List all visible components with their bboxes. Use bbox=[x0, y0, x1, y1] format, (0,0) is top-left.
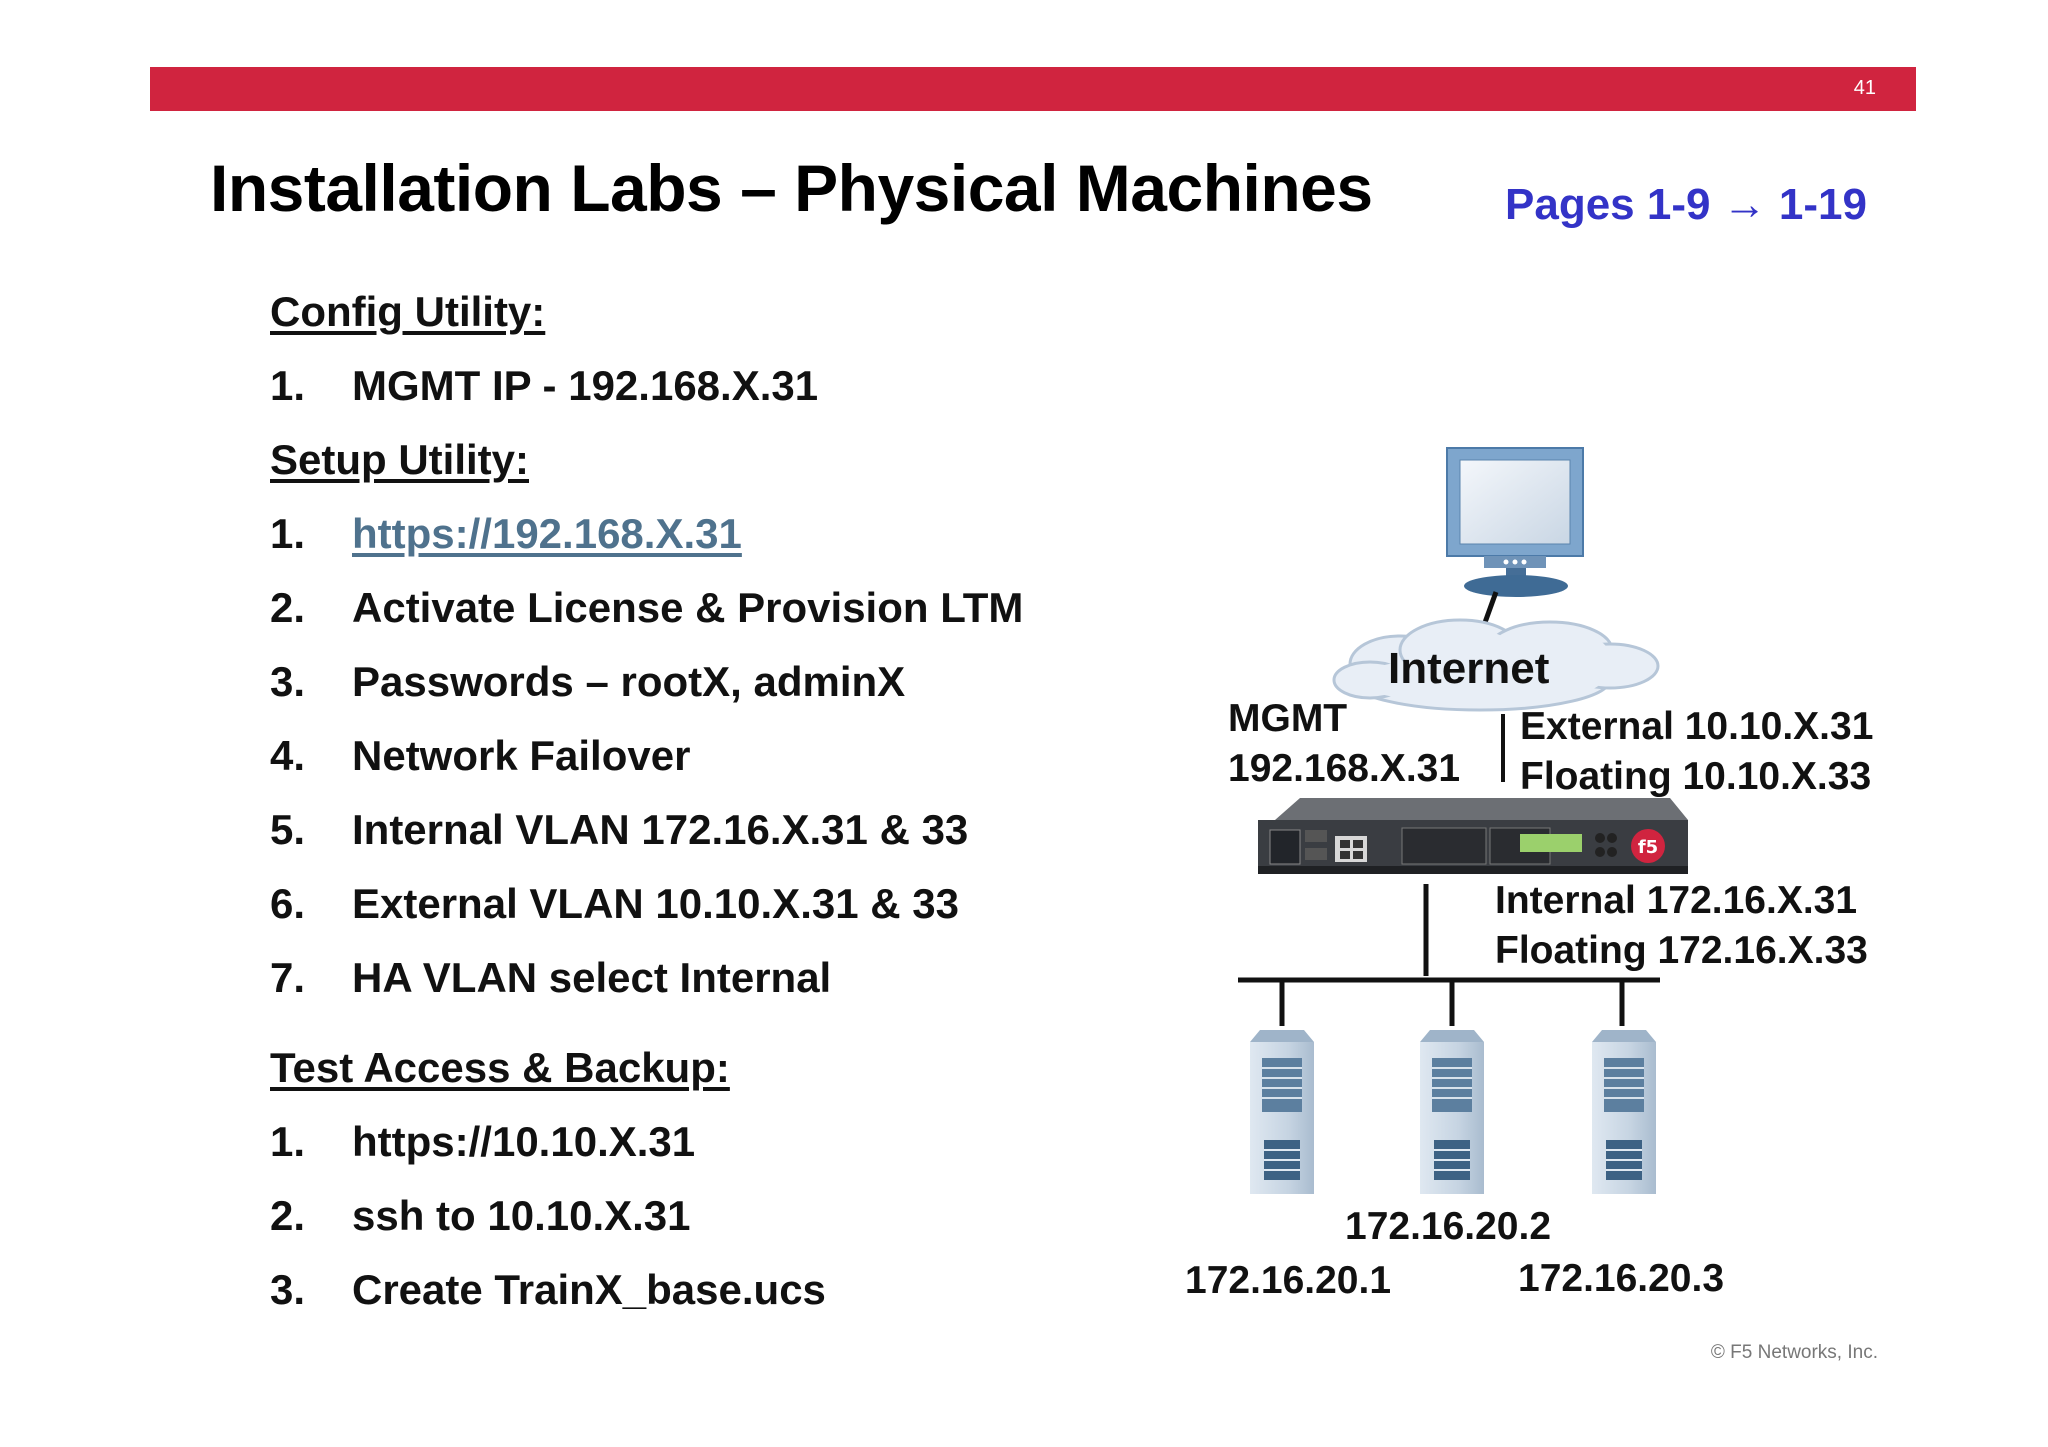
list-item: 3. Create TrainX_base.ucs bbox=[270, 1253, 1150, 1327]
internal-ip-label: Internal 172.16.X.31 bbox=[1495, 879, 1858, 922]
pages-reference: Pages 1-9 → 1-19 bbox=[1505, 180, 1867, 229]
f5-appliance-icon: f5 bbox=[1258, 798, 1688, 874]
server-icon bbox=[1420, 1030, 1484, 1194]
item-number: 1. bbox=[270, 1118, 306, 1165]
list-item: 7. HA VLAN select Internal bbox=[270, 941, 1150, 1015]
list-item: 5. Internal VLAN 172.16.X.31 & 33 bbox=[270, 793, 1150, 867]
list-item: 1. MGMT IP - 192.168.X.31 bbox=[270, 349, 1150, 423]
list-item: 6. External VLAN 10.10.X.31 & 33 bbox=[270, 867, 1150, 941]
list-item: 2. Activate License & Provision LTM bbox=[270, 571, 1150, 645]
item-text: Network Failover bbox=[352, 732, 691, 779]
page-number: 41 bbox=[1853, 77, 1876, 99]
item-number: 2. bbox=[270, 584, 306, 631]
item-number: 4. bbox=[270, 732, 306, 779]
list-item: 2. ssh to 10.10.X.31 bbox=[270, 1179, 1150, 1253]
list-item: 1. https://192.168.X.31 bbox=[270, 497, 1150, 571]
item-text: External VLAN 10.10.X.31 & 33 bbox=[352, 880, 959, 927]
setup-utility-heading: Setup Utility: bbox=[270, 436, 529, 483]
list-item: 1. https://10.10.X.31 bbox=[270, 1105, 1150, 1179]
mgmt-ip-label: 192.168.X.31 bbox=[1228, 747, 1461, 790]
item-number: 6. bbox=[270, 880, 306, 927]
cloud-icon bbox=[1332, 618, 1660, 712]
list-item: 4. Network Failover bbox=[270, 719, 1150, 793]
item-text: Passwords – rootX, adminX bbox=[352, 658, 906, 705]
item-text: MGMT IP - 192.168.X.31 bbox=[352, 362, 819, 409]
copyright: © F5 Networks, Inc. bbox=[1710, 1342, 1878, 1363]
monitor-icon bbox=[1446, 447, 1584, 597]
internet-label: Internet bbox=[1388, 644, 1550, 693]
item-number: 5. bbox=[270, 806, 306, 853]
item-number: 3. bbox=[270, 658, 306, 705]
server2-ip-label: 172.16.20.2 bbox=[1345, 1205, 1552, 1248]
config-utility-heading: Config Utility: bbox=[270, 288, 546, 335]
test-access-heading: Test Access & Backup: bbox=[270, 1044, 730, 1091]
item-text: https://10.10.X.31 bbox=[352, 1118, 696, 1165]
item-number: 1. bbox=[270, 510, 306, 557]
external-ip-label: External 10.10.X.31 bbox=[1520, 705, 1874, 748]
server-icon bbox=[1592, 1030, 1656, 1194]
internal-floating-label: Floating 172.16.X.33 bbox=[1495, 929, 1868, 972]
item-text: Internal VLAN 172.16.X.31 & 33 bbox=[352, 806, 969, 853]
header-bar: 41 bbox=[150, 67, 1916, 111]
item-number: 2. bbox=[270, 1192, 306, 1239]
server-icon bbox=[1250, 1030, 1314, 1194]
setup-url-link[interactable]: https://192.168.X.31 bbox=[352, 510, 742, 557]
external-floating-label: Floating 10.10.X.33 bbox=[1520, 755, 1872, 798]
item-number: 1. bbox=[270, 362, 306, 409]
item-text: Create TrainX_base.ucs bbox=[352, 1266, 826, 1313]
list-item: 3. Passwords – rootX, adminX bbox=[270, 645, 1150, 719]
server1-ip-label: 172.16.20.1 bbox=[1185, 1259, 1392, 1302]
item-number: 3. bbox=[270, 1266, 306, 1313]
mgmt-label: MGMT bbox=[1228, 697, 1348, 740]
server3-ip-label: 172.16.20.3 bbox=[1518, 1257, 1725, 1300]
svg-text:f5: f5 bbox=[1638, 837, 1658, 858]
item-number: 7. bbox=[270, 954, 306, 1001]
page-title: Installation Labs – Physical Machines bbox=[210, 151, 1373, 225]
item-text: ssh to 10.10.X.31 bbox=[352, 1192, 691, 1239]
instructions-column: Config Utility: 1. MGMT IP - 192.168.X.3… bbox=[270, 275, 1150, 1327]
item-text: Activate License & Provision LTM bbox=[352, 584, 1024, 631]
item-text: HA VLAN select Internal bbox=[352, 954, 832, 1001]
